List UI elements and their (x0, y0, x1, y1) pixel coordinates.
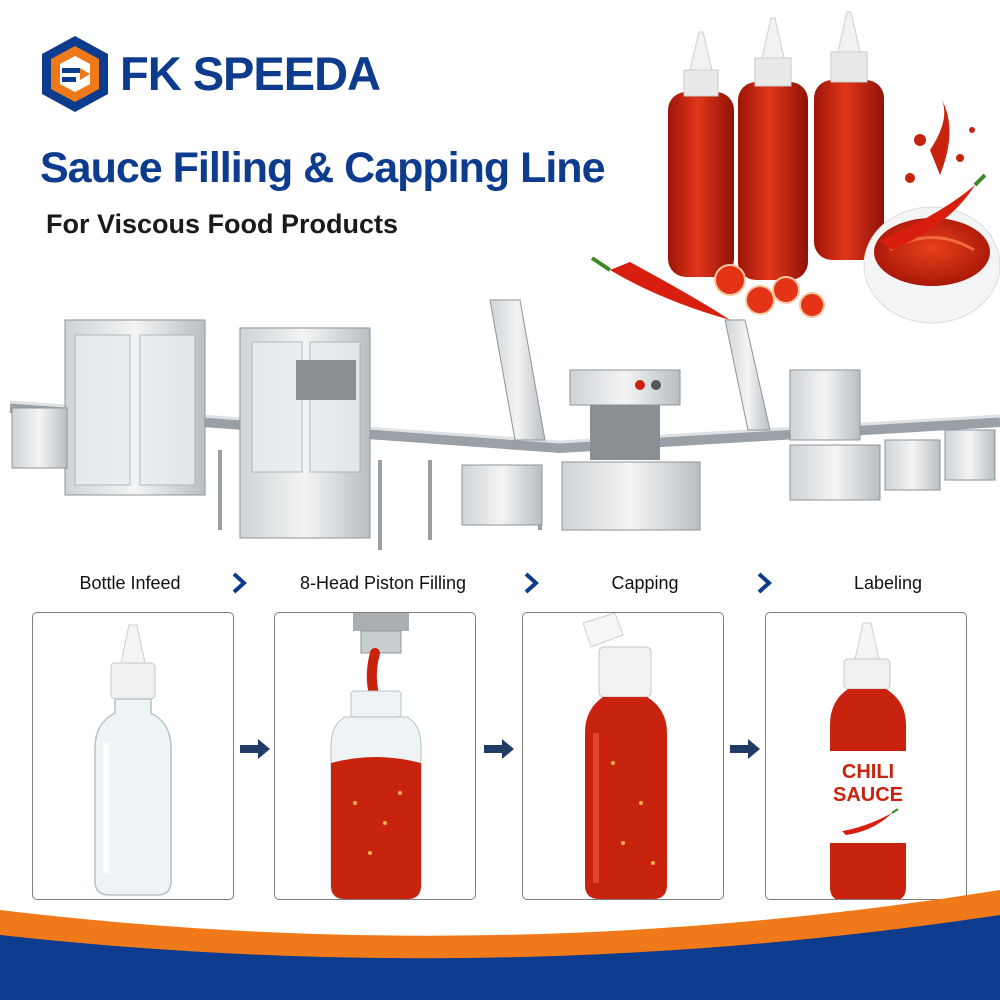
chili-pepper (610, 262, 730, 320)
label-text-sauce: SAUCE (833, 784, 903, 806)
fk-hexagon-logo-icon (42, 36, 108, 112)
production-line-machinery-image (9, 299, 1000, 550)
step-label-capping: Capping (611, 573, 679, 593)
capped-bottle-image (582, 613, 667, 899)
hero-bottle-1 (668, 31, 734, 277)
step-label-piston-filling: 8-Head Piston Filling (299, 573, 467, 593)
labeling-machine (789, 369, 996, 501)
chevron-right-icon (757, 572, 772, 594)
step-panel-capping (522, 612, 724, 900)
filling-nozzle-image (330, 613, 422, 899)
step-panel-labeling: CHILI SAUCE (765, 612, 967, 900)
labeled-bottle-image: CHILI SAUCE (830, 622, 906, 899)
label-pepper-icon (842, 813, 892, 835)
chevron-right-icon (232, 572, 247, 594)
step-label-labeling: Labeling (853, 573, 923, 593)
footer-wave-decoration (0, 890, 1000, 1000)
infeed-machine (11, 319, 206, 496)
piston-filling-machine (239, 327, 371, 539)
sauce-bottles-hero-image (590, 11, 1000, 324)
empty-bottle-image (94, 624, 172, 896)
brand-name: FK SPEEDA (120, 47, 381, 100)
chevron-right-icon (524, 572, 539, 594)
arrow-right-icon (730, 739, 760, 759)
page-subtitle: For Viscous Food Products (46, 209, 399, 239)
capping-machine (561, 369, 701, 531)
arrow-right-icon (240, 739, 270, 759)
step-panel-piston-filling (274, 612, 476, 900)
cap-elevator (461, 299, 546, 526)
label-text-chili: CHILI (842, 761, 894, 783)
page-title: Sauce Filling & Capping Line (40, 144, 605, 192)
hero-bottle-3 (814, 11, 884, 260)
arrow-right-icon (484, 739, 514, 759)
step-label-bottle-infeed: Bottle Infeed (79, 573, 181, 593)
step-panel-bottle-infeed (32, 612, 234, 900)
hero-bottle-2 (738, 17, 808, 280)
